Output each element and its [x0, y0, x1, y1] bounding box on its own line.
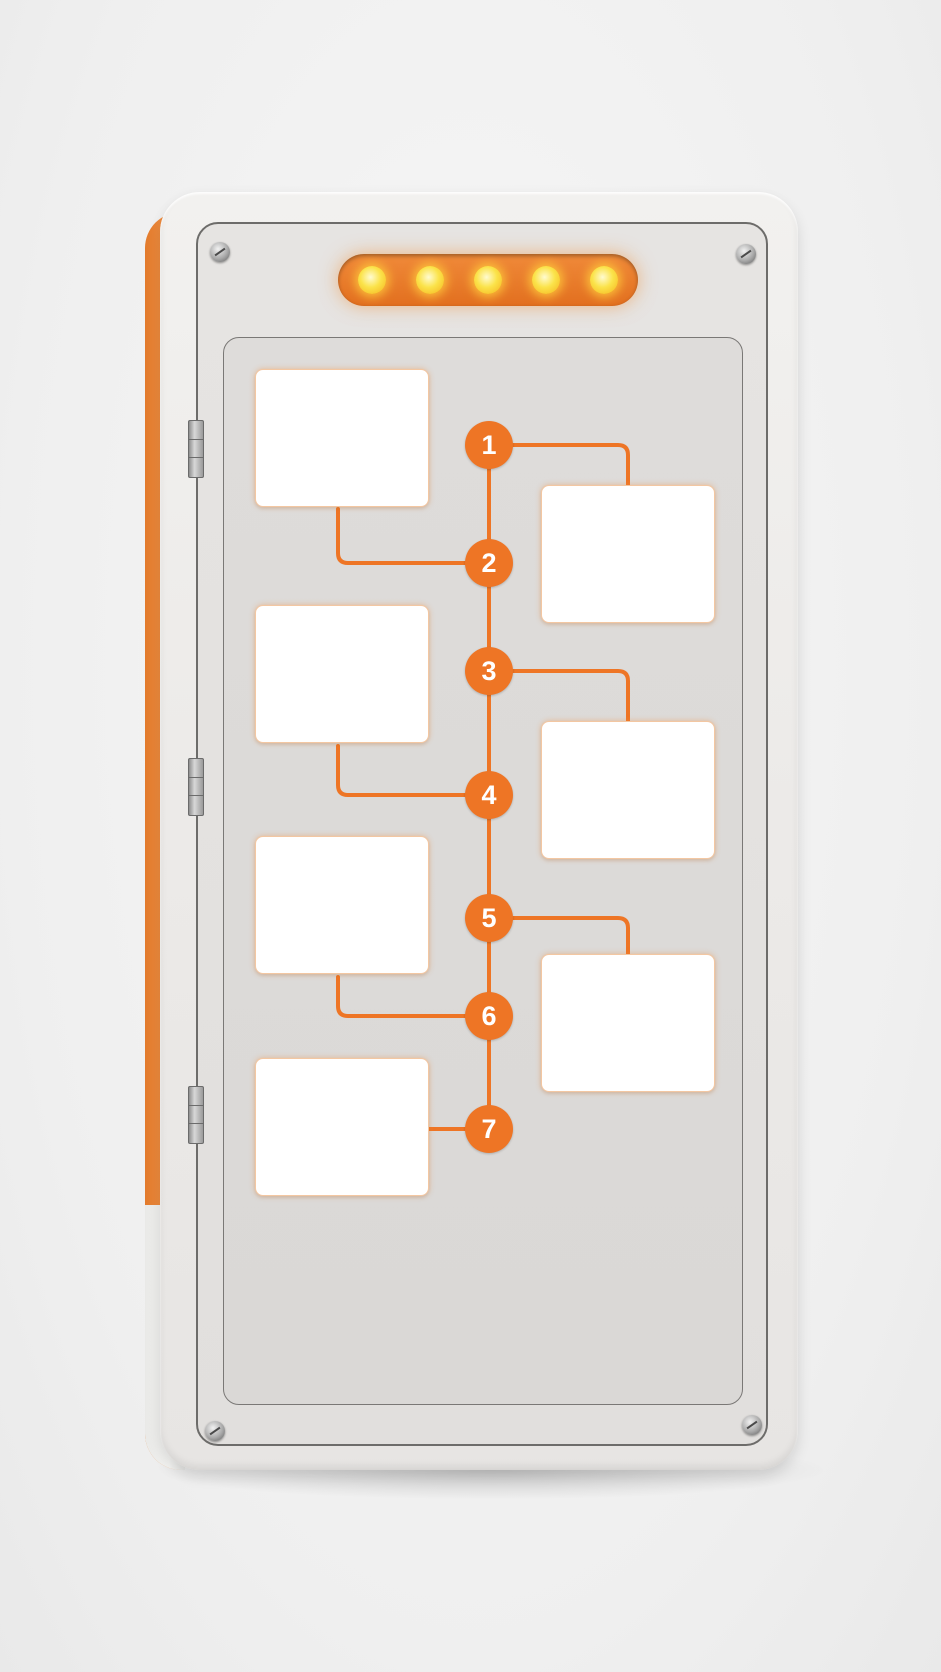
- step-number-4: 4: [465, 771, 513, 819]
- connector-step-2: [336, 507, 491, 565]
- step-card-7: [255, 1058, 429, 1196]
- step-card-3: [541, 721, 715, 859]
- step-card-1: [541, 485, 715, 623]
- screw-icon: [742, 1415, 762, 1435]
- led-indicator-bar: [338, 254, 638, 306]
- connector-step-4: [336, 744, 491, 797]
- led-light: [590, 266, 618, 294]
- led-light: [416, 266, 444, 294]
- step-number-7: 7: [465, 1105, 513, 1153]
- screw-icon: [210, 242, 230, 262]
- step-card-6: [255, 836, 429, 974]
- connector-step-6: [336, 975, 491, 1018]
- step-card-5: [541, 954, 715, 1092]
- connector-step-1: [487, 443, 630, 487]
- led-light: [474, 266, 502, 294]
- hinge-bottom: [188, 1086, 204, 1144]
- screw-icon: [736, 244, 756, 264]
- hinge-top: [188, 420, 204, 478]
- screw-icon: [205, 1421, 225, 1441]
- connector-step-3: [487, 669, 630, 723]
- led-light: [532, 266, 560, 294]
- step-number-6: 6: [465, 992, 513, 1040]
- led-light: [358, 266, 386, 294]
- step-number-5: 5: [465, 894, 513, 942]
- step-number-2: 2: [465, 539, 513, 587]
- connector-step-5: [487, 916, 630, 956]
- step-card-2: [255, 369, 429, 507]
- step-number-1: 1: [465, 421, 513, 469]
- step-number-3: 3: [465, 647, 513, 695]
- step-card-4: [255, 605, 429, 743]
- hinge-middle: [188, 758, 204, 816]
